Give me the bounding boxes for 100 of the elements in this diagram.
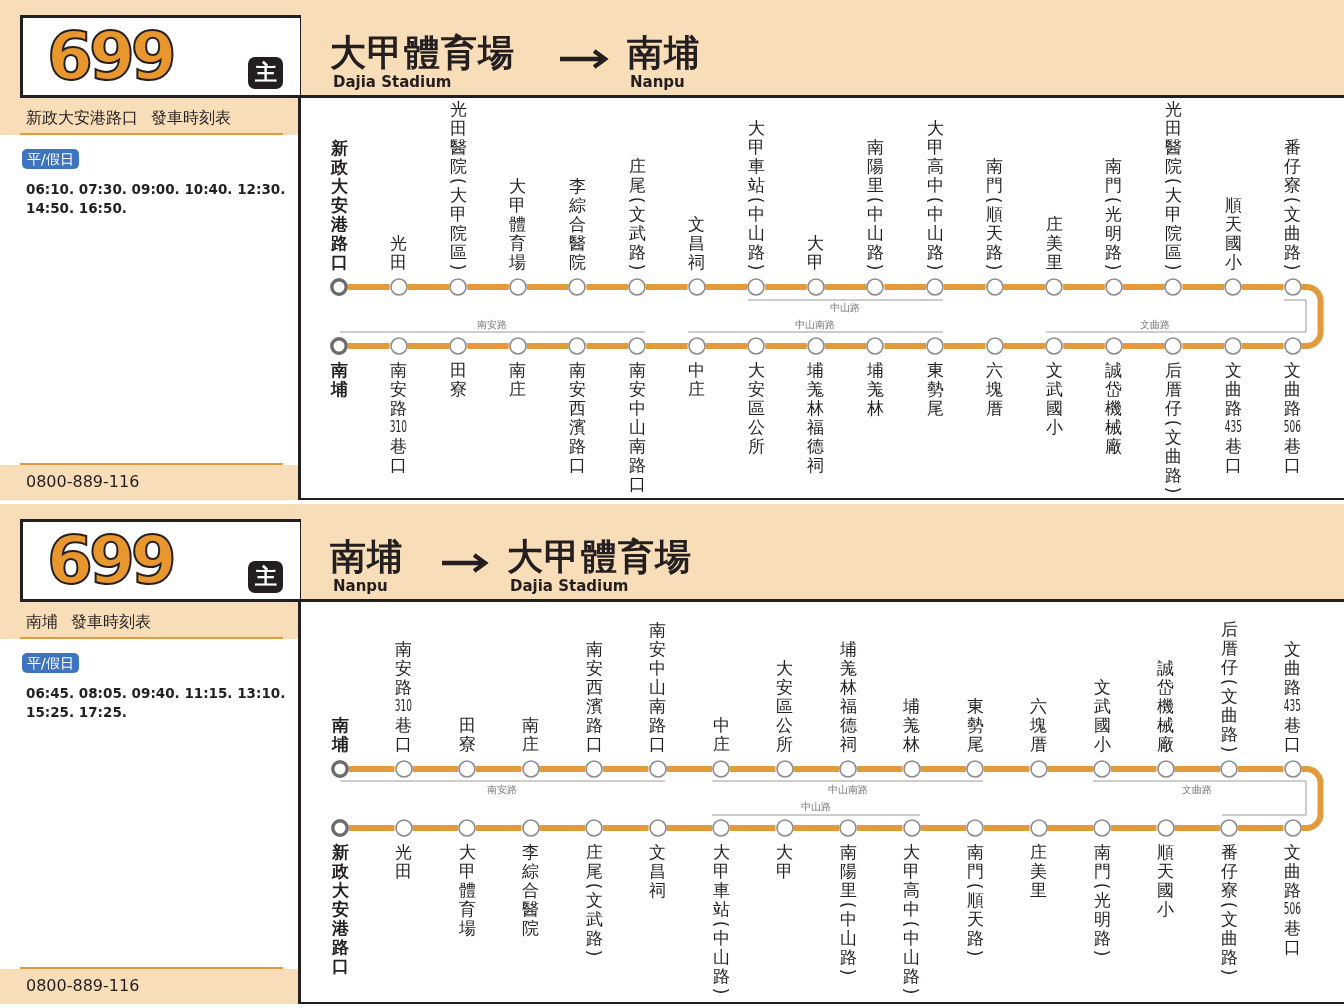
route-line xyxy=(348,343,390,349)
stop-name: 大甲體育場 xyxy=(508,177,527,272)
route-number: 699 xyxy=(47,24,173,90)
route-line xyxy=(1238,766,1284,772)
route-line xyxy=(349,766,395,772)
route-line xyxy=(349,825,395,831)
route-line xyxy=(1003,284,1046,290)
stop-name: 田寮 xyxy=(458,716,476,754)
stop-name: 中庄 xyxy=(712,716,730,754)
route-line xyxy=(984,766,1030,772)
hotline-number: 0800-889-116 xyxy=(26,472,140,492)
stop-name: 光田醫院(大甲院區) xyxy=(1164,100,1183,272)
stop-name: 文昌祠 xyxy=(687,215,706,272)
stop-name: 后厝仔(文曲路) xyxy=(1220,620,1238,754)
stop-name: 南陽里(中山路) xyxy=(839,843,857,977)
route-line xyxy=(476,766,522,772)
route-line xyxy=(348,284,390,290)
stop-name: 庄尾(文武路) xyxy=(628,157,646,272)
stop-name: 南庄 xyxy=(508,361,527,399)
route-line xyxy=(857,766,903,772)
stop-name: 李綜合醫院 xyxy=(521,843,540,938)
route-line xyxy=(920,825,966,831)
stop-name: 光田 xyxy=(389,234,408,272)
route-line xyxy=(884,343,926,349)
route-line xyxy=(539,766,585,772)
route-line xyxy=(526,284,569,290)
terminal-stop-name: 新政大安港路口 xyxy=(330,139,348,272)
terminus-english-name: Nanpu xyxy=(333,577,388,595)
route-line xyxy=(857,825,903,831)
terminus-english-name: Nanpu xyxy=(630,73,685,91)
route-line xyxy=(1063,284,1105,290)
stop-name: 埔羗林福德祠 xyxy=(806,361,825,475)
stop-name: 文曲路506巷口 xyxy=(1283,361,1302,475)
road-name: 中山路 xyxy=(830,302,860,314)
route-line xyxy=(467,284,509,290)
road-name: 文曲路 xyxy=(1140,319,1170,331)
route-line xyxy=(1122,284,1165,290)
road-name: 南安路 xyxy=(487,784,517,796)
route-line xyxy=(705,284,748,290)
route-line xyxy=(526,343,569,349)
timetable-heading: 新政大安港路口 發車時刻表 xyxy=(26,108,232,128)
road-name: 中山南路 xyxy=(795,319,835,331)
stop-name: 南安西濱路口 xyxy=(568,361,587,475)
stop-name: 后厝仔(文曲路) xyxy=(1164,361,1183,495)
route-line xyxy=(666,825,712,831)
stop-name: 李綜合醫院 xyxy=(568,177,587,272)
terminus-name: 大甲體育場 xyxy=(330,33,515,73)
route-line xyxy=(793,825,839,831)
stop-name: 庄尾(文武路) xyxy=(585,843,603,958)
route-line xyxy=(944,343,986,349)
route-line xyxy=(1182,284,1224,290)
route-line xyxy=(1063,343,1105,349)
stop-name: 文曲路435巷口 xyxy=(1224,361,1242,475)
stop-name: 光田 xyxy=(394,843,413,881)
stop-name: 大甲高中(中山路) xyxy=(926,119,944,272)
route-line xyxy=(603,825,649,831)
terminal-stop-name: 南埔 xyxy=(330,361,348,399)
arrow xyxy=(442,552,488,574)
departure-times: 06:10. 07:30. 09:00. 10:40. 12:30. 14:50. 16:50. xyxy=(26,180,287,218)
route-line xyxy=(944,284,986,290)
terminal-stop-name: 南埔 xyxy=(331,716,349,754)
route-line xyxy=(539,825,585,831)
stop-name: 順天國小 xyxy=(1224,196,1242,272)
stop-name: 文曲路506巷口 xyxy=(1283,843,1302,957)
route-line xyxy=(646,343,688,349)
route-line xyxy=(476,825,522,831)
terminus-name: 南埔 xyxy=(627,33,701,73)
route-line xyxy=(412,766,458,772)
stop-name: 庄美里 xyxy=(1029,843,1048,900)
route-line xyxy=(1301,284,1324,349)
route-line xyxy=(586,284,628,290)
route-line xyxy=(603,766,649,772)
route-line xyxy=(884,284,926,290)
route-line xyxy=(1174,766,1220,772)
stop-name: 六塊厝 xyxy=(1029,697,1048,754)
route-number-panel xyxy=(20,519,300,602)
stop-name: 光田醫院(大甲院區) xyxy=(449,100,468,272)
route-line xyxy=(1301,766,1324,831)
route-line xyxy=(646,284,688,290)
stop-name: 大安區公所 xyxy=(747,361,766,456)
route-line xyxy=(1111,766,1157,772)
main-route-tag: 主 xyxy=(248,57,283,89)
stop-name: 文曲路435巷口 xyxy=(1283,640,1302,754)
stop-name: 大甲 xyxy=(806,234,825,272)
route-line xyxy=(824,343,867,349)
route-line xyxy=(1111,825,1157,831)
route-line xyxy=(920,766,966,772)
route-line xyxy=(467,343,509,349)
route-line xyxy=(1047,825,1093,831)
route-line xyxy=(666,766,712,772)
route-line xyxy=(1242,343,1284,349)
stop-name: 南庄 xyxy=(521,716,540,754)
terminus-name: 大甲體育場 xyxy=(507,537,692,577)
stop-name: 南陽里(中山路) xyxy=(866,138,885,272)
timetable-heading: 南埔 發車時刻表 xyxy=(26,612,152,632)
route-line xyxy=(765,284,807,290)
route-line xyxy=(1174,825,1220,831)
route-line xyxy=(824,284,867,290)
stop-name: 東勢尾 xyxy=(926,361,944,418)
route-line xyxy=(1122,343,1165,349)
